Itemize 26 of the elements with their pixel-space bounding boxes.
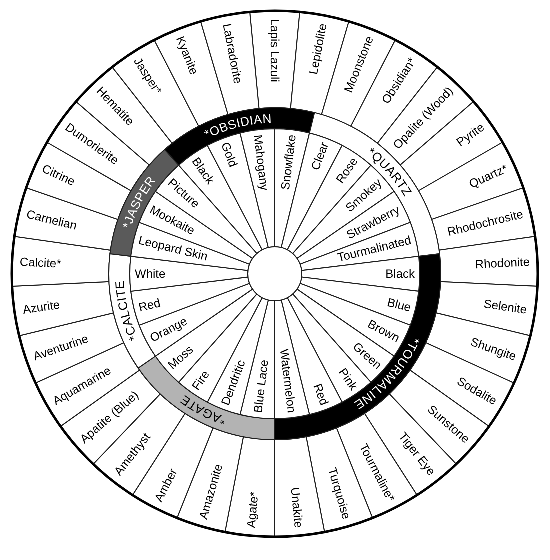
stone-name: Calcite* [20,254,62,271]
stone-name: Selenite [483,297,528,318]
variety-name: Watermelon [277,348,299,414]
variety-name: Blue Lace [251,359,272,414]
stone-name: Azurite [22,298,61,318]
variety-name: Leopard Skin [137,234,210,264]
variety-name: Snowflake [278,134,299,191]
stone-name: Lapis Lazuli [268,19,282,82]
stone-name: Rhodonite [474,254,530,272]
stone-name: Citrine [40,162,78,189]
stone-name: Lepidolite [306,22,330,76]
stone-name: Unakite [288,486,306,528]
variety-name: Fire [190,368,213,394]
stone-name: Turquoise [325,466,354,521]
stone-name: Carnelian [26,207,79,233]
variety-name: White [135,267,166,281]
stone-name: Agate* [244,491,262,528]
variety-name: Clear [308,140,332,172]
variety-name: Blue [386,294,413,314]
variety-name: Red [310,382,332,408]
variety-name: Red [137,295,162,314]
variety-name: Gold [218,140,241,170]
stone-name: Kyanite [174,34,202,78]
variety-name: Mahogany [251,134,272,192]
variety-name: Black [386,267,415,281]
stone-name: Labradorite [220,22,246,85]
